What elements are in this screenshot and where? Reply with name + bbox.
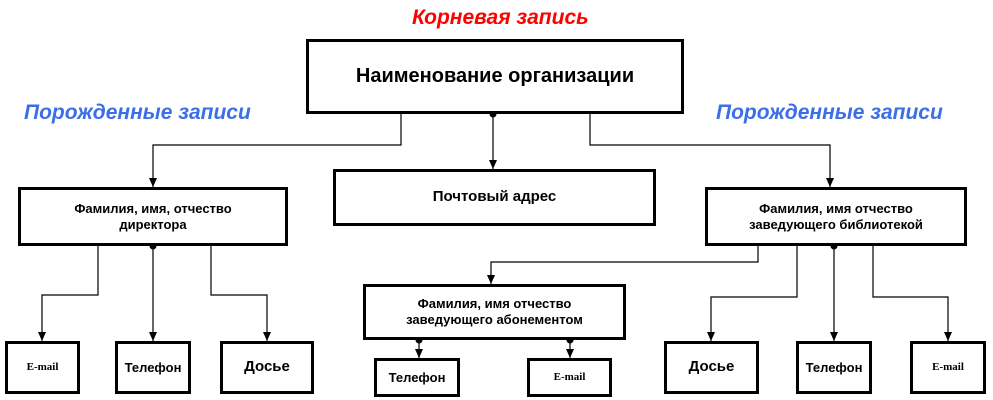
subscription-box: Фамилия, имя отчество заведующего абонем… bbox=[363, 284, 626, 340]
director-email-box: E-mail bbox=[5, 341, 80, 394]
connector-root-director bbox=[152, 114, 402, 187]
postal-address-box: Почтовый адрес bbox=[333, 169, 656, 226]
director-phone-box: Телефон bbox=[115, 341, 191, 394]
connector-librarian-email bbox=[872, 246, 949, 341]
librarian-phone-box: Телефон bbox=[796, 341, 872, 394]
arrowhead-director bbox=[149, 178, 157, 187]
connector-librarian-dossier bbox=[710, 246, 798, 341]
connector-director-email bbox=[41, 246, 99, 341]
connector-director-dossier bbox=[210, 246, 268, 341]
root-box: Наименование организации bbox=[306, 39, 684, 114]
arrowhead-subscription-email bbox=[566, 349, 574, 358]
arrowhead-librarian-email bbox=[944, 332, 952, 341]
arrowhead-librarian-dossier bbox=[707, 332, 715, 341]
children-caption-right: Порожденные записи bbox=[716, 101, 943, 124]
arrowhead-librarian bbox=[826, 178, 834, 187]
librarian-email-box: E-mail bbox=[910, 341, 986, 394]
arrowhead-subscription bbox=[487, 275, 495, 284]
arrowhead-librarian-phone bbox=[830, 332, 838, 341]
librarian-box: Фамилия, имя отчество заведующего библио… bbox=[705, 187, 967, 246]
director-dossier-box: Досье bbox=[220, 341, 314, 394]
arrowhead-director-phone bbox=[149, 332, 157, 341]
connector-root-librarian bbox=[589, 114, 831, 187]
subscription-phone-box: Телефон bbox=[374, 358, 460, 397]
arrowhead-subscription-phone bbox=[415, 349, 423, 358]
arrowhead-director-dossier bbox=[263, 332, 271, 341]
director-box: Фамилия, имя, отчество директора bbox=[18, 187, 288, 246]
root-caption: Корневая запись bbox=[412, 6, 589, 29]
children-caption-left: Порожденные записи bbox=[24, 101, 251, 124]
arrowhead-director-email bbox=[38, 332, 46, 341]
connector-librarian-subscription bbox=[490, 246, 759, 284]
arrowhead-postal bbox=[489, 160, 497, 169]
librarian-dossier-box: Досье bbox=[664, 341, 759, 394]
subscription-email-box: E-mail bbox=[527, 358, 612, 397]
